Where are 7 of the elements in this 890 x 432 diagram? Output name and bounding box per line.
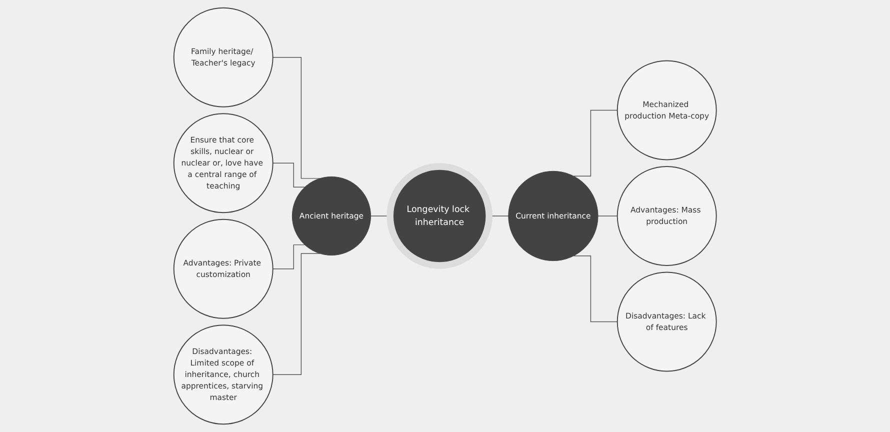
connector xyxy=(272,244,306,270)
node-circle: Longevity lock inheritance xyxy=(386,163,492,269)
connector xyxy=(272,57,320,179)
connector xyxy=(272,253,320,375)
connector xyxy=(272,162,306,188)
connector xyxy=(573,255,618,322)
connector xyxy=(573,110,618,177)
